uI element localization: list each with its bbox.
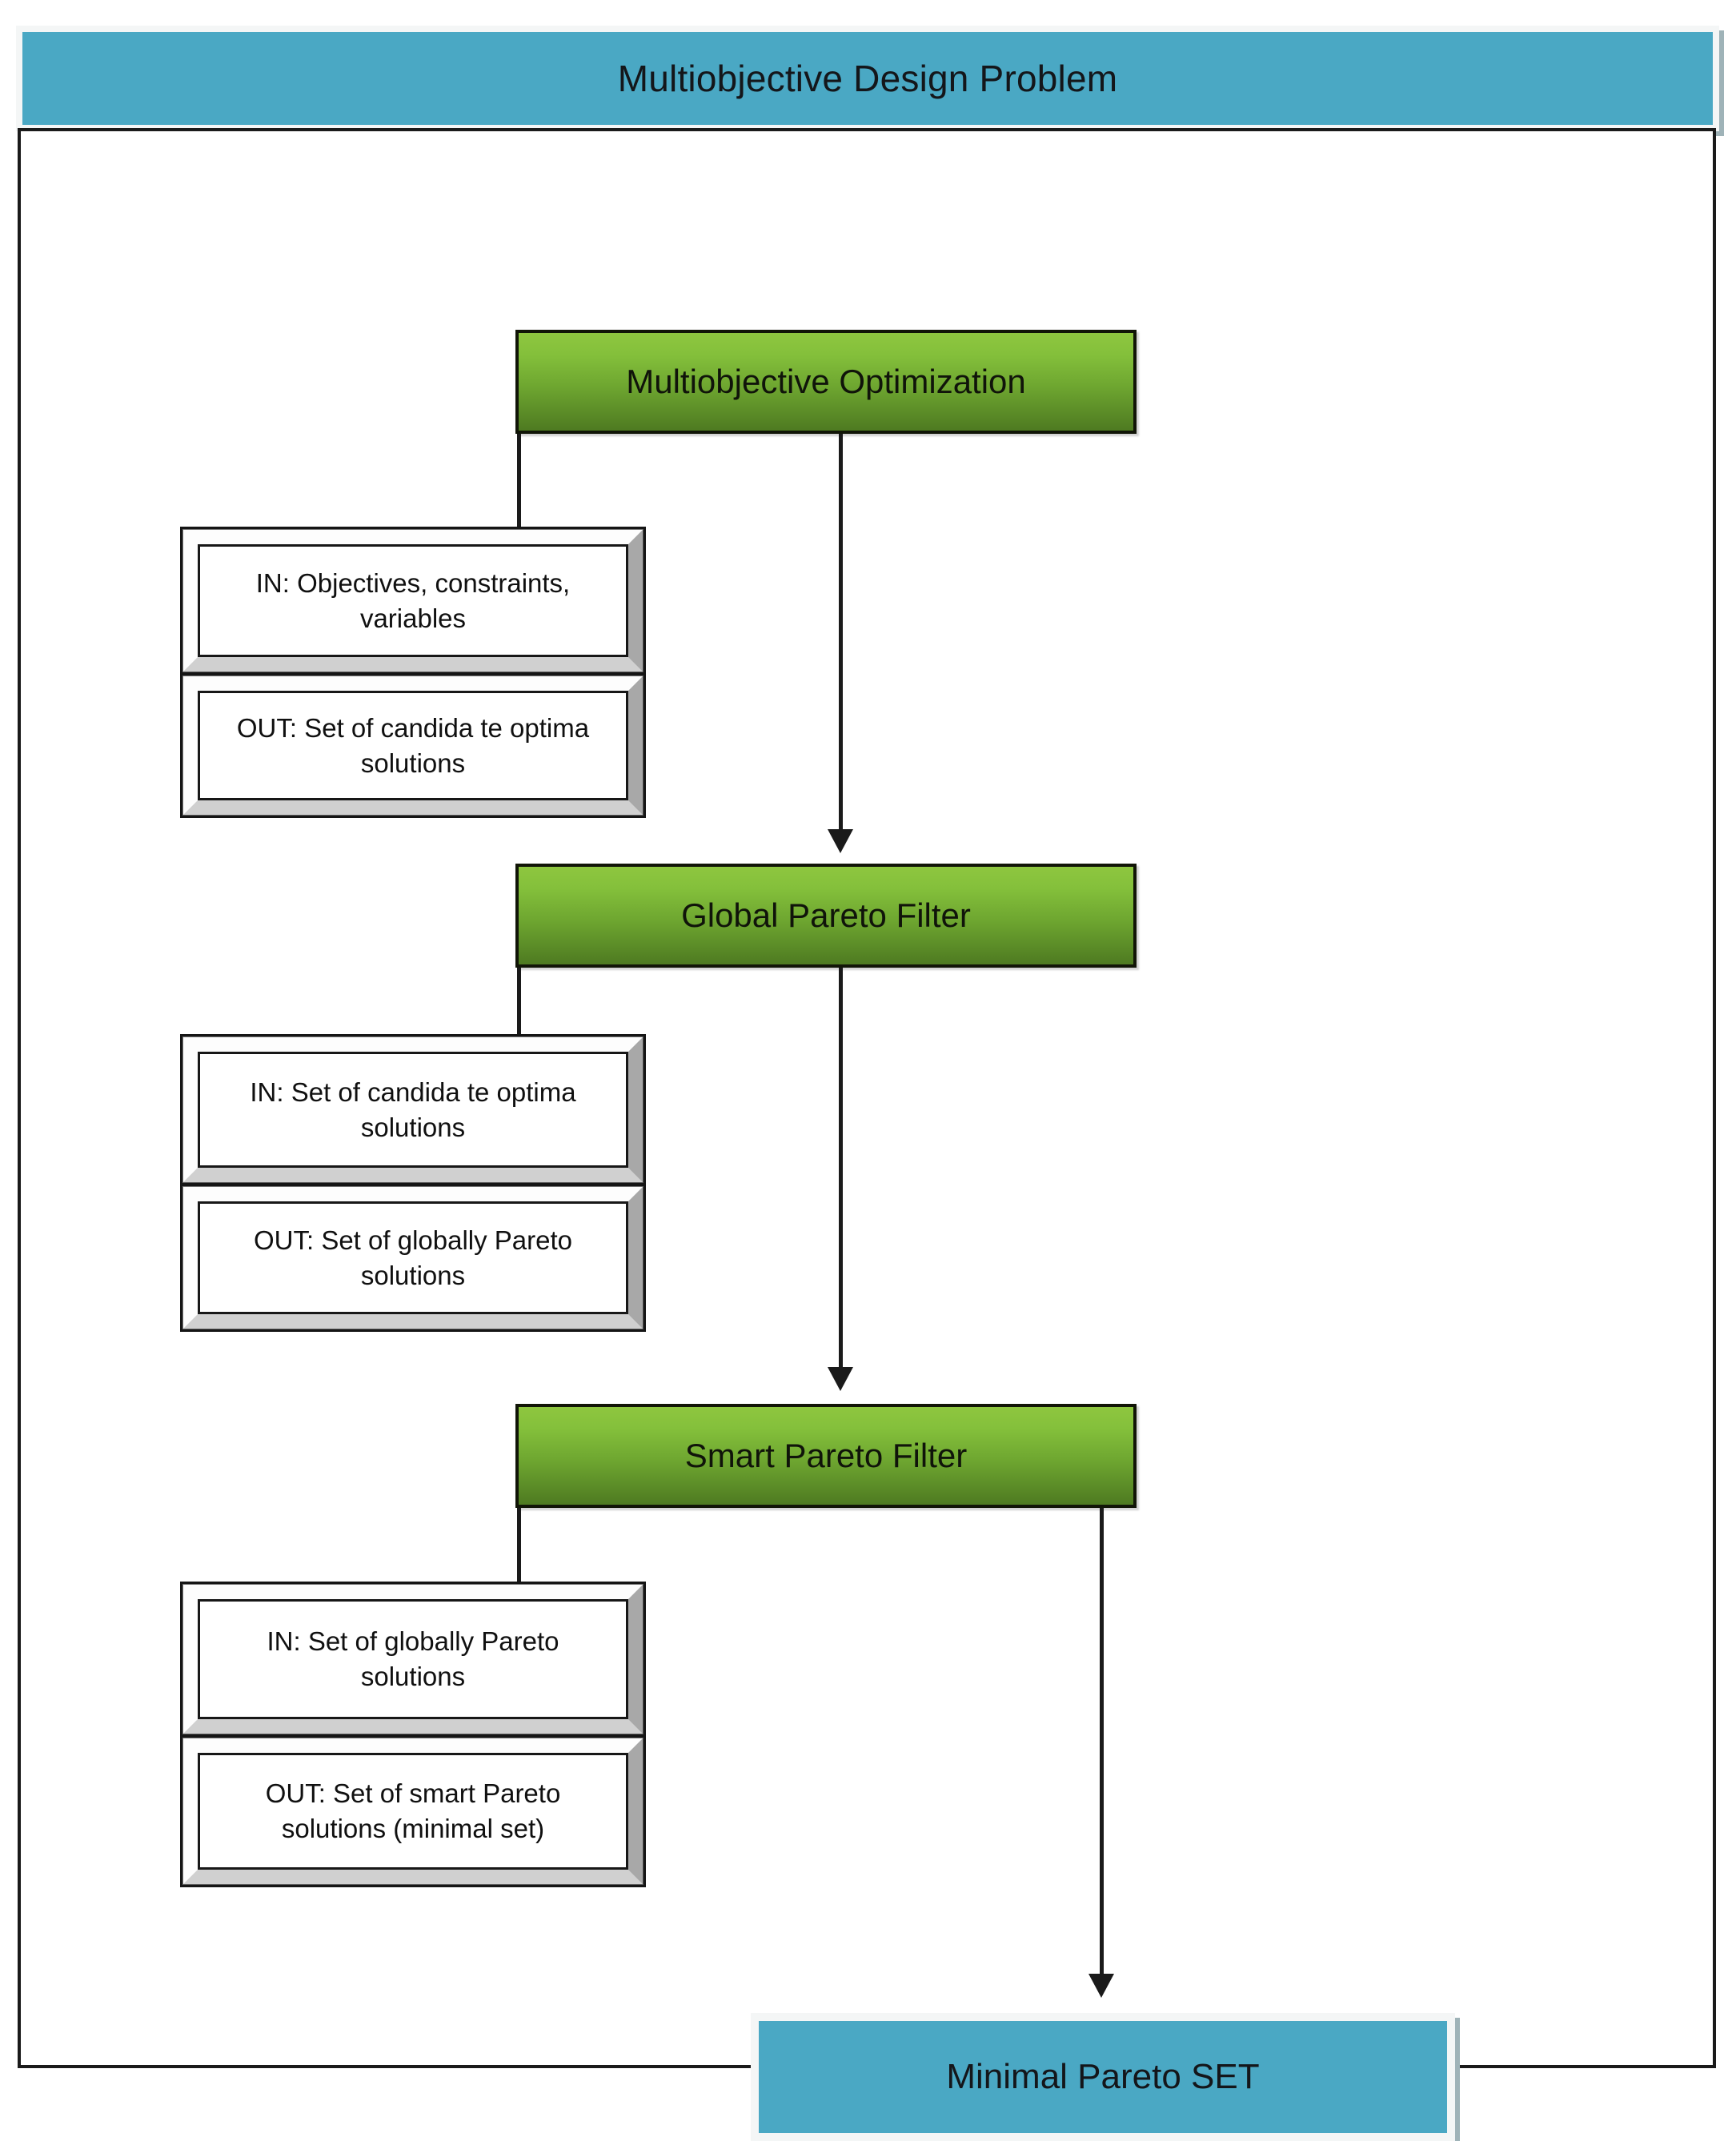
io-in-label: IN: Set of candida te optima solutions bbox=[250, 1077, 576, 1142]
io-out-label: OUT: Set of smart Pareto solutions (mini… bbox=[265, 1778, 561, 1843]
process-box-smart-pareto-filter[interactable]: Smart Pareto Filter bbox=[515, 1404, 1137, 1508]
connector-branch-stage-2 bbox=[517, 968, 521, 1037]
connector-flow-stage-3-to-terminal bbox=[1100, 1508, 1104, 1979]
io-in-panel: IN: Set of globally Pareto solutions bbox=[198, 1599, 628, 1719]
arrowhead-down-icon bbox=[828, 1367, 853, 1391]
io-box-stage-3: IN: Set of globally Pareto solutions OUT… bbox=[180, 1582, 646, 1887]
terminal-box-minimal-pareto-set[interactable]: Minimal Pareto SET bbox=[759, 2021, 1447, 2133]
io-in-label: IN: Set of globally Pareto solutions bbox=[267, 1626, 559, 1691]
io-out-label: OUT: Set of globally Pareto solutions bbox=[253, 1225, 573, 1290]
io-in-panel: IN: Set of candida te optima solutions bbox=[198, 1052, 628, 1168]
diagram-frame: Multiobjective Optimization IN: Objectiv… bbox=[18, 128, 1716, 2141]
connector-branch-stage-1 bbox=[517, 434, 521, 530]
io-half-out: OUT: Set of smart Pareto solutions (mini… bbox=[182, 1734, 643, 1885]
bevel-frame bbox=[182, 1186, 643, 1329]
io-in-label: IN: Objectives, constraints, variables bbox=[255, 567, 571, 633]
connector-branch-stage-3 bbox=[517, 1508, 521, 1585]
io-out-label: OUT: Set of candida te optima solutions bbox=[236, 712, 590, 778]
bevel-frame bbox=[182, 529, 643, 672]
arrowhead-down-icon bbox=[1089, 1974, 1114, 1998]
io-out-panel: OUT: Set of globally Pareto solutions bbox=[198, 1201, 628, 1314]
io-box-stage-1: IN: Objectives, constraints, variables O… bbox=[180, 527, 646, 818]
process-box-multiobjective-optimization[interactable]: Multiobjective Optimization bbox=[515, 330, 1137, 434]
io-out-panel: OUT: Set of candida te optima solutions bbox=[198, 691, 628, 800]
process-label: Multiobjective Optimization bbox=[626, 363, 1026, 400]
io-half-out: OUT: Set of candida te optima solutions bbox=[182, 672, 643, 816]
io-half-out: OUT: Set of globally Pareto solutions bbox=[182, 1183, 643, 1329]
io-half-in: IN: Set of globally Pareto solutions bbox=[182, 1584, 643, 1734]
bevel-frame bbox=[182, 1036, 643, 1183]
bevel-frame bbox=[182, 1738, 643, 1885]
arrowhead-down-icon bbox=[828, 829, 853, 853]
process-label: Global Pareto Filter bbox=[681, 896, 971, 934]
terminal-container: Minimal Pareto SET bbox=[751, 2013, 1455, 2141]
page-title: Multiobjective Design Problem bbox=[617, 58, 1118, 99]
io-half-in: IN: Set of candida te optima solutions bbox=[182, 1036, 643, 1183]
io-box-stage-2: IN: Set of candida te optima solutions O… bbox=[180, 1034, 646, 1332]
io-out-panel: OUT: Set of smart Pareto solutions (mini… bbox=[198, 1753, 628, 1870]
banner-container: Multiobjective Design Problem bbox=[16, 26, 1719, 131]
io-in-panel: IN: Objectives, constraints, variables bbox=[198, 544, 628, 657]
connector-flow-stage-2-to-3 bbox=[839, 968, 843, 1372]
terminal-label: Minimal Pareto SET bbox=[946, 2057, 1260, 2096]
bevel-frame bbox=[182, 676, 643, 816]
process-box-global-pareto-filter[interactable]: Global Pareto Filter bbox=[515, 864, 1137, 968]
process-label: Smart Pareto Filter bbox=[684, 1437, 968, 1474]
banner-title-box: Multiobjective Design Problem bbox=[22, 32, 1713, 125]
io-half-in: IN: Objectives, constraints, variables bbox=[182, 529, 643, 672]
bevel-frame bbox=[182, 1584, 643, 1734]
connector-flow-stage-1-to-2 bbox=[839, 434, 843, 834]
